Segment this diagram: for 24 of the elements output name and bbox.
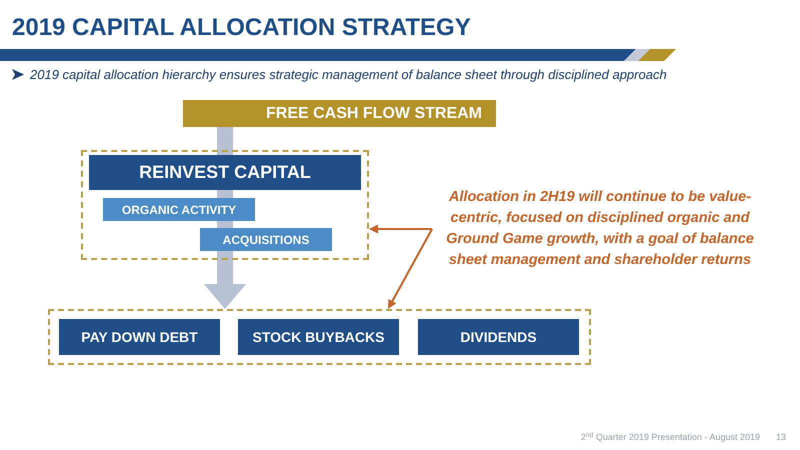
sub-option-box xyxy=(103,198,255,221)
option-box xyxy=(418,319,579,355)
box-label: ORGANIC ACTIVITY xyxy=(122,202,236,218)
box-label: REINVEST CAPITAL xyxy=(139,161,311,184)
slide-title: 2019 CAPITAL ALLOCATION STRATEGY xyxy=(12,13,471,43)
box-label: PAY DOWN DEBT xyxy=(81,328,198,346)
box-label: ACQUISITIONS xyxy=(222,232,310,248)
dashed-group-frame xyxy=(48,309,591,365)
category-box xyxy=(89,155,361,190)
option-box xyxy=(59,319,220,355)
pointer-arrow xyxy=(388,228,433,309)
page-number: 13 xyxy=(776,431,786,443)
pointer-arrow xyxy=(369,224,432,234)
sub-option-box xyxy=(200,228,332,251)
box-label: FREE CASH FLOW STREAM xyxy=(266,104,482,124)
flow-arrow xyxy=(204,260,246,309)
box-label: DIVIDENDS xyxy=(460,328,537,346)
option-box xyxy=(238,319,399,355)
footer-text: 2$^{nd}$ Quarter 2019 Presentation - August 2019 xyxy=(580,431,760,443)
stream-banner xyxy=(183,100,496,127)
callout-text: Allocation in 2H19 will continue to be value-centric, focused on disciplined organic and Ground Game growth, with a goal of balance sheet management and shareholder returns xyxy=(445,188,755,270)
box-label: STOCK BUYBACKS xyxy=(252,328,384,346)
dashed-group-frame xyxy=(81,150,369,260)
bullet-text: 2019 capital allocation hierarchy ensures strategic management of balance sheet through disciplined approach xyxy=(30,66,667,83)
